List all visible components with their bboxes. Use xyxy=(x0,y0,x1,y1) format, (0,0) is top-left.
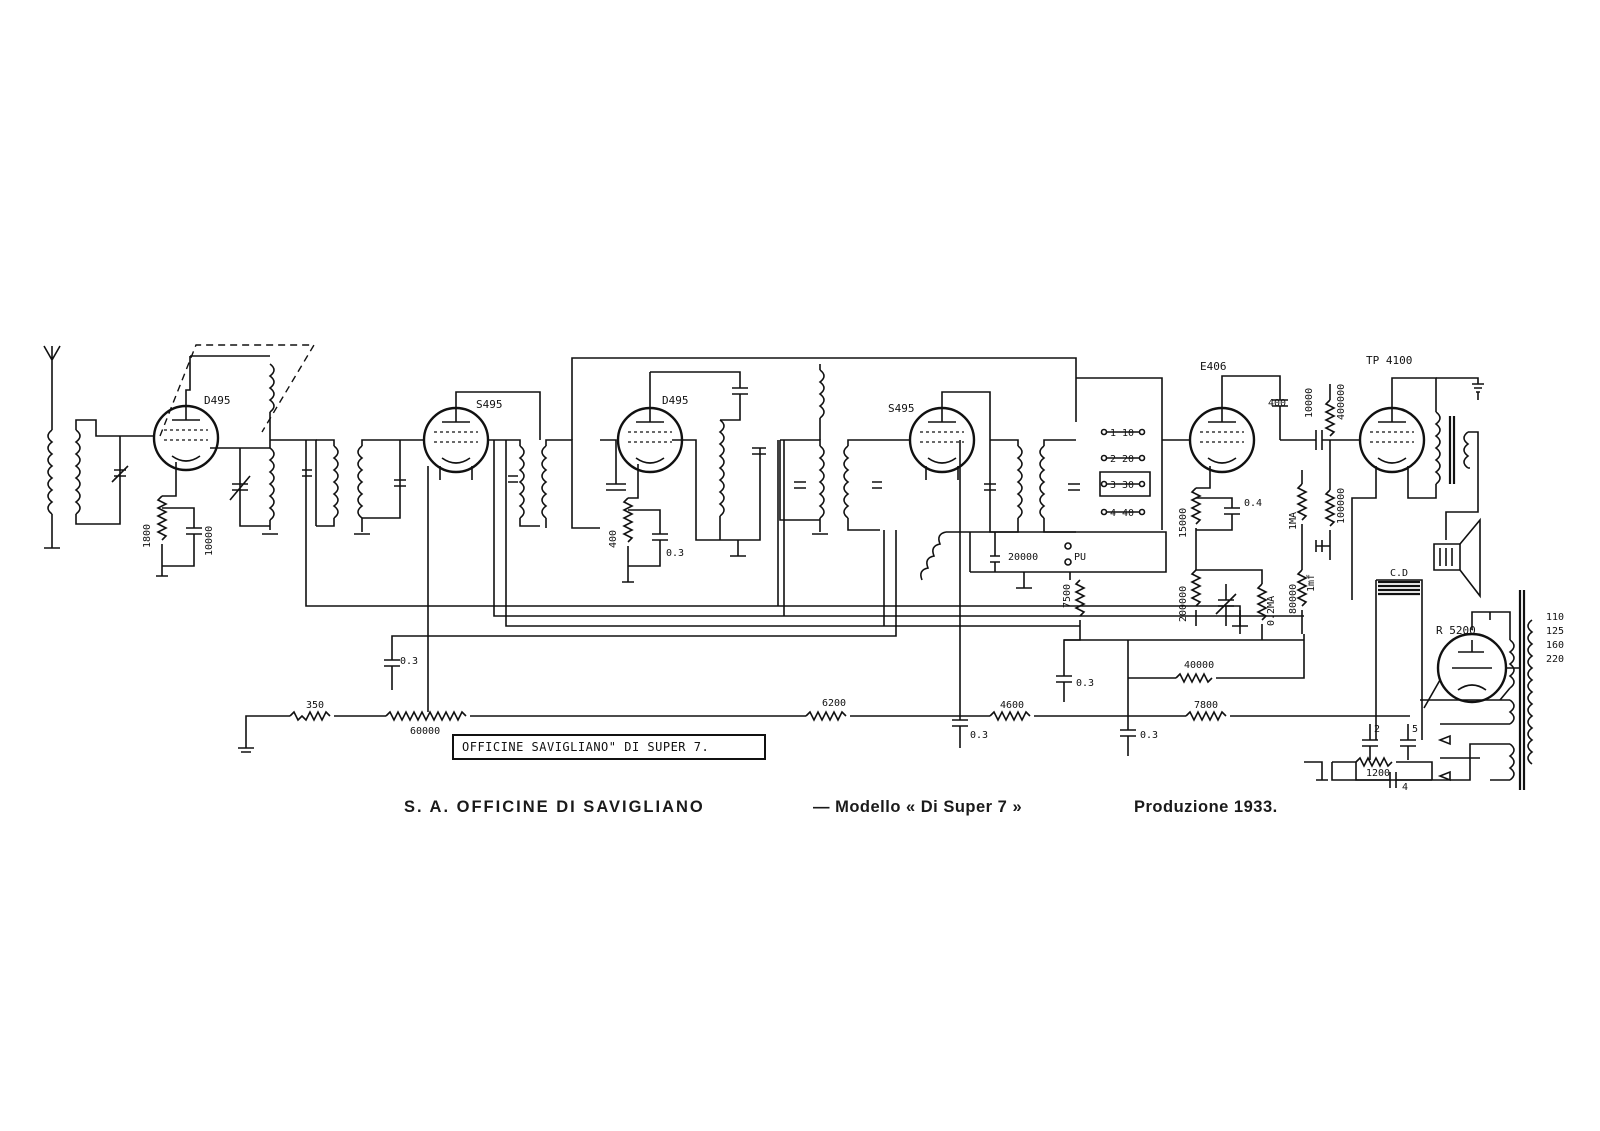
cathode-network-5: 15000 0.4 200000 0.2MA xyxy=(1178,466,1277,640)
tube-label: S495 xyxy=(476,398,503,411)
cap-label: 4 xyxy=(1402,782,1408,793)
cap-label: 2 xyxy=(1374,724,1380,735)
switch-label: 3 xyxy=(1110,480,1116,491)
tube-s495-2: S495 xyxy=(888,391,991,480)
res-label: 350 xyxy=(306,700,324,711)
res-label: 400000 xyxy=(1336,384,1347,420)
res-label: 60000 xyxy=(410,726,440,737)
cap-label: 400 xyxy=(1268,398,1286,409)
rectifier-tube: R 5200 xyxy=(1423,624,1520,709)
schematic-label-box: OFFICINE SAVIGLIANO" DI SUPER 7. xyxy=(452,734,766,760)
res-label: 4600 xyxy=(1000,700,1024,711)
voltage-label: 220 xyxy=(1546,654,1564,665)
res-label: 6200 xyxy=(822,698,846,709)
tube-e406: E406 400 xyxy=(1162,360,1288,474)
switch-label: 4 xyxy=(1110,508,1116,519)
cap-label: 0.3 xyxy=(400,656,418,667)
tube-label: S495 xyxy=(888,402,915,415)
res-label: 15000 xyxy=(1178,508,1189,538)
pickup-input: 20000 PU xyxy=(920,531,1167,589)
pu-label: PU xyxy=(1074,552,1086,563)
if-transformer-3 xyxy=(779,439,914,535)
field-coil: C.D xyxy=(1375,568,1423,740)
caption-model: — Modello « Di Super 7 » xyxy=(813,798,1023,816)
res-label: 1MA xyxy=(1288,512,1299,530)
res-label: 1200 xyxy=(1366,768,1390,779)
res-label: 80000 xyxy=(1288,584,1299,614)
oscillator-coils-2 xyxy=(650,364,825,557)
tube-label: D495 xyxy=(204,394,231,407)
ht-line: 350 60000 6200 4600 7800 xyxy=(238,698,1410,753)
output-transformer xyxy=(1416,411,1479,540)
if-transformer-1 xyxy=(316,439,426,535)
switch-label: 2 xyxy=(1110,454,1116,465)
gang-link xyxy=(159,344,316,437)
if-transformer-2 xyxy=(488,439,600,529)
cd-label: C.D xyxy=(1390,568,1408,579)
cathode-network-1: 1800 10000 xyxy=(142,462,215,577)
tube-d495-2: D495 xyxy=(600,372,689,491)
cap-label: 0.3 xyxy=(970,730,988,741)
cap-label: 0.3 xyxy=(1076,678,1094,689)
cathode-network-3: 400 0.3 xyxy=(608,464,684,583)
cap-label: 5 xyxy=(1412,724,1418,735)
tube-label: TP 4100 xyxy=(1366,354,1412,367)
res-label: 200000 xyxy=(1178,586,1189,622)
cap-label: 0.4 xyxy=(1244,498,1262,509)
res-label: 7500 xyxy=(1062,584,1073,608)
switch-label: 1 xyxy=(1110,428,1116,439)
oscillator-coils xyxy=(190,355,317,535)
tube-tp4100: TP 4100 xyxy=(1351,354,1484,600)
top-bus xyxy=(571,357,1077,440)
switch-label: 10 xyxy=(1122,428,1134,439)
caption-year: Produzione 1933. xyxy=(1134,798,1278,816)
cap-label: 0.3 xyxy=(666,548,684,559)
res-label: 1800 xyxy=(142,524,153,548)
caption-company: S. A. OFFICINE DI SAVIGLIANO xyxy=(404,798,705,816)
antenna-symbol xyxy=(43,345,61,398)
coupling-network: 10000 1MA 400000 100000 80000 1mf xyxy=(1280,384,1360,634)
switch-label: 30 xyxy=(1122,480,1134,491)
speaker xyxy=(1433,517,1481,599)
power-transformer: 110 125 160 220 xyxy=(1331,590,1564,790)
res-label: 7800 xyxy=(1194,700,1218,711)
voltage-label: 110 xyxy=(1546,612,1564,623)
cap-label: 1mf xyxy=(1306,574,1317,592)
res-label: 400 xyxy=(608,530,619,548)
if-transformer-4 xyxy=(984,439,1080,533)
tube-label: R 5200 xyxy=(1436,624,1476,637)
res-label: 100000 xyxy=(1336,488,1347,524)
cap-label: 10000 xyxy=(204,526,215,556)
tube-label: D495 xyxy=(662,394,689,407)
bias-network: 1200 4 2 5 xyxy=(1304,724,1433,793)
tube-d495-1: D495 xyxy=(152,356,231,472)
antenna-coil xyxy=(44,398,158,549)
res-label: 40000 xyxy=(1184,660,1214,671)
cap-label: 20000 xyxy=(1008,552,1038,563)
voltage-label: 160 xyxy=(1546,640,1564,651)
switch-label: 40 xyxy=(1122,508,1134,519)
res-label: 0.2MA xyxy=(1266,596,1277,626)
voltage-label: 125 xyxy=(1546,626,1564,637)
supply-busses: 0.3 0.3 7500 0.3 0.3 40000 xyxy=(305,440,1305,756)
cap-label: 10000 xyxy=(1304,388,1315,418)
tube-label: E406 xyxy=(1200,360,1227,373)
band-switch: 1 10 2 20 3 30 4 40 xyxy=(1076,377,1163,530)
cap-label: 0.3 xyxy=(1140,730,1158,741)
switch-label: 20 xyxy=(1122,454,1134,465)
